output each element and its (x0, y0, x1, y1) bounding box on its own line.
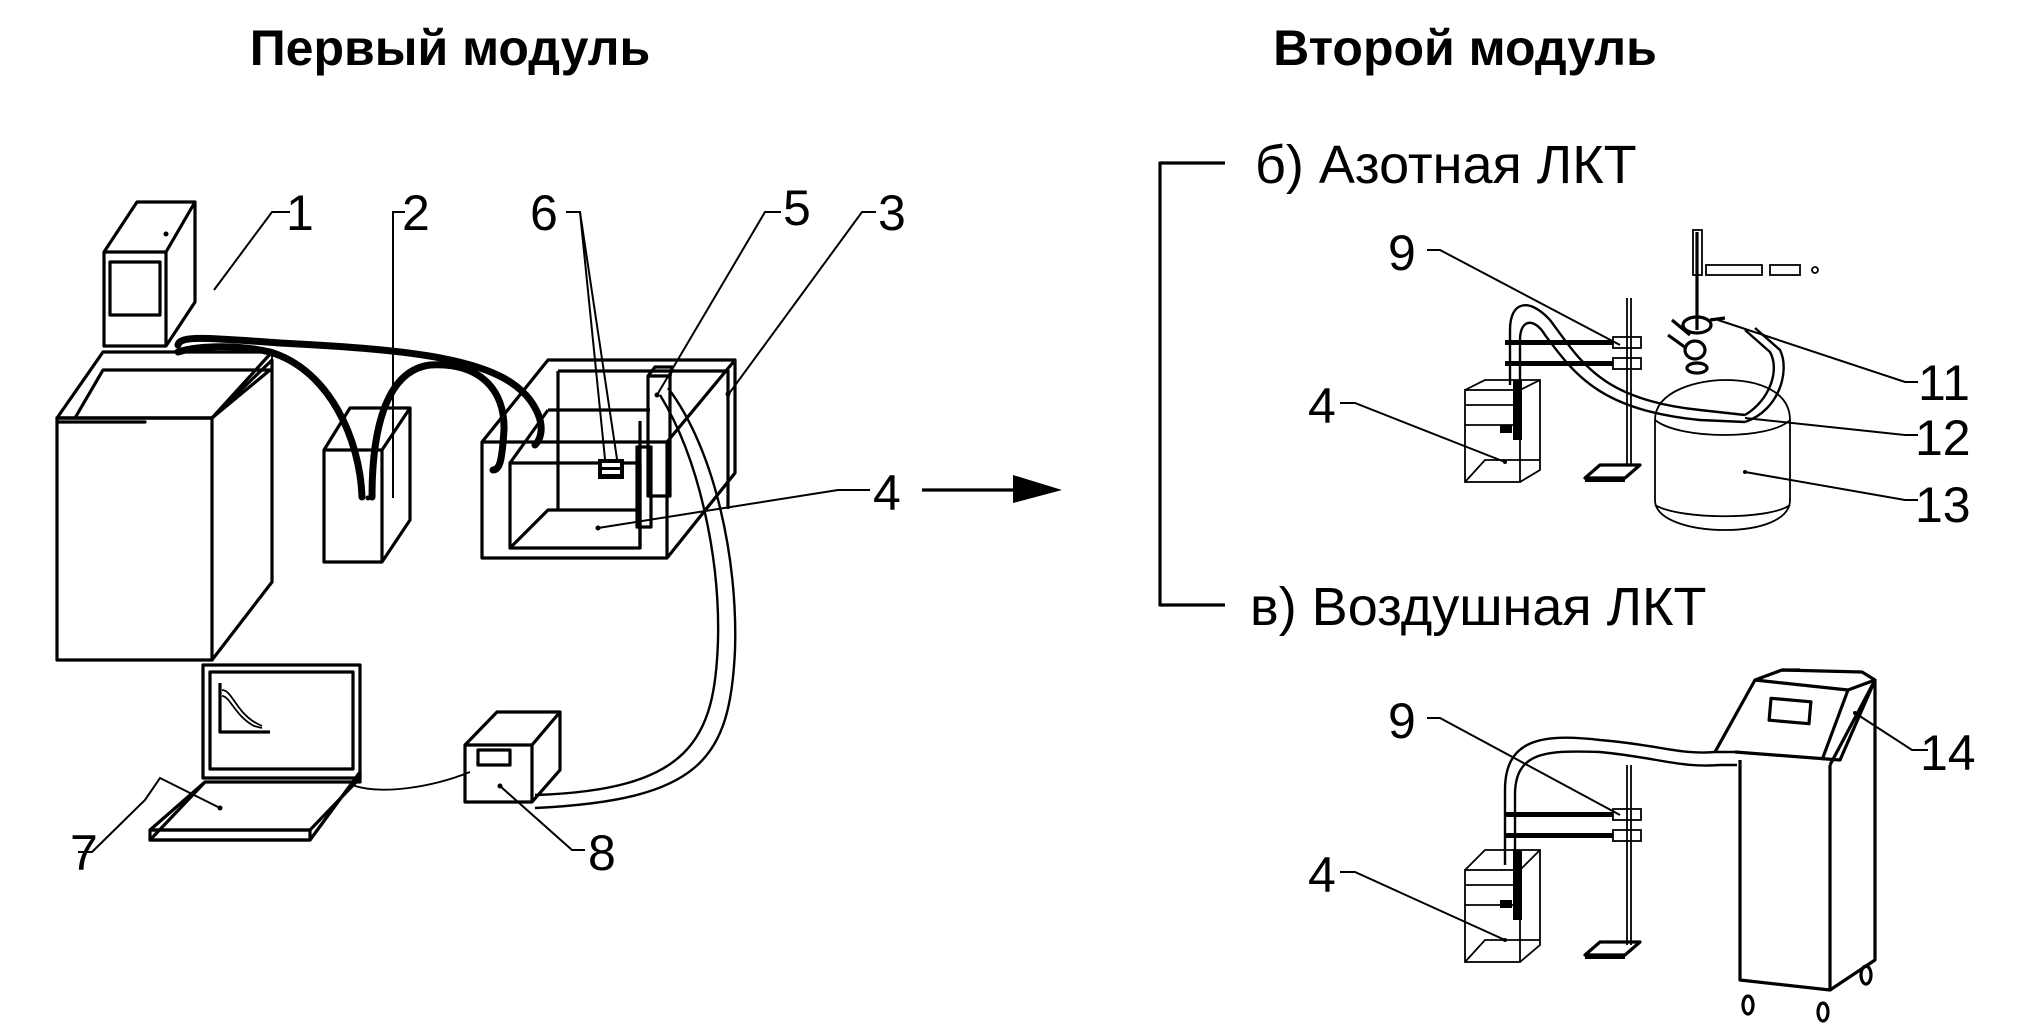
outer-chamber (480, 358, 737, 560)
second-module-title: Второй модуль (1273, 20, 1657, 76)
air-clamp-stand (1505, 765, 1642, 959)
label-7: 7 (70, 825, 98, 881)
label-1: 1 (286, 185, 314, 241)
laptop (148, 663, 362, 842)
label-3: 3 (878, 185, 906, 241)
dewar-valve-head (1667, 229, 1819, 375)
nitrogen-label-12: 12 (1915, 410, 1971, 466)
air-label-4: 4 (1308, 847, 1336, 903)
usb-cable (351, 771, 471, 791)
label-6: 6 (530, 185, 558, 241)
leaders-air (1340, 712, 1928, 941)
air-transfer-hose (1503, 736, 1737, 865)
thermostat-cabinet (55, 358, 274, 662)
leaders-first (78, 211, 876, 853)
nitrogen-transfer-hose (1508, 304, 1785, 424)
label-4: 4 (873, 465, 901, 521)
air-sample-cell (1464, 849, 1541, 963)
nitrogen-clamp-stand (1505, 298, 1642, 482)
thermostat-unit (102, 200, 197, 348)
leaders-nitrogen (1340, 249, 1918, 501)
dewar-vessel (1654, 379, 1791, 531)
sensors (598, 459, 624, 479)
air-label-9: 9 (1388, 693, 1416, 749)
cabinet-top (55, 350, 274, 420)
sample-holder (635, 365, 674, 529)
nitrogen-sample-cell (1464, 379, 1541, 483)
label-2: 2 (402, 185, 430, 241)
transfer-arrow (922, 475, 1062, 503)
signal-cables (534, 387, 737, 810)
label-8: 8 (588, 825, 616, 881)
variant-bracket (1158, 161, 1225, 607)
thermostat-hoses (174, 334, 545, 501)
nitrogen-label-11: 11 (1918, 355, 1970, 411)
reservoir (322, 406, 412, 564)
nitrogen-label-13: 13 (1915, 477, 1971, 533)
air-cooling-unit (1713, 668, 1877, 1023)
air-variant-title: в) Воздушная ЛКТ (1250, 577, 1707, 637)
label-5: 5 (783, 180, 811, 236)
recorder (463, 710, 562, 804)
first-module-title: Первый модуль (250, 20, 651, 76)
nitrogen-variant-title: б) Азотная ЛКТ (1255, 135, 1637, 195)
air-label-14: 14 (1920, 725, 1976, 781)
nitrogen-label-9: 9 (1388, 225, 1416, 281)
nitrogen-label-4: 4 (1308, 378, 1336, 434)
